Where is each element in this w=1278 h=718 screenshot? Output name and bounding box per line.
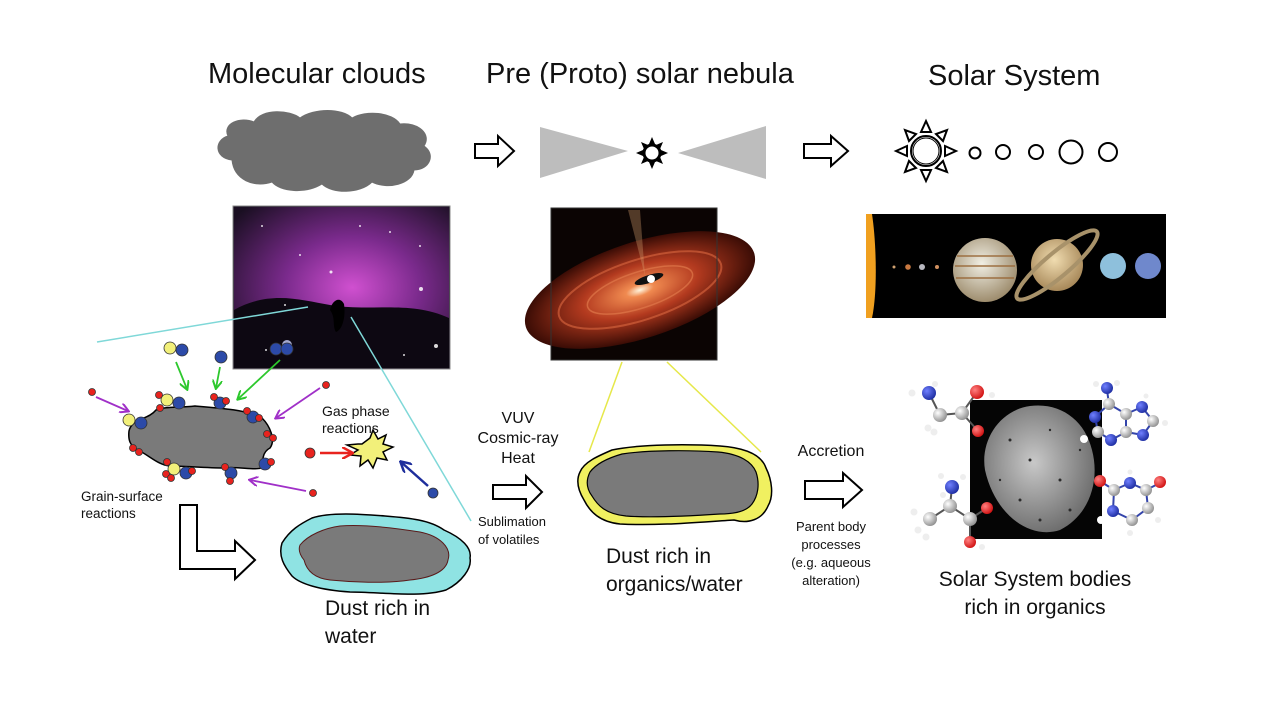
planets-icon bbox=[968, 139, 1118, 165]
dust-water-label: Dust rich in water bbox=[325, 597, 431, 648]
protoplanetary-disk-photo bbox=[524, 207, 756, 361]
arrow-right-icon bbox=[803, 133, 850, 169]
molecule-glycine bbox=[908, 381, 995, 437]
incoming-molecules bbox=[88, 341, 439, 499]
stage-title-molecular-clouds: Molecular clouds bbox=[208, 58, 426, 90]
star-icon bbox=[636, 137, 668, 169]
molecule-alanine bbox=[910, 473, 993, 550]
stage-title-solar-system: Solar System bbox=[928, 60, 1101, 92]
molecular-cloud-photo bbox=[232, 205, 451, 370]
arrow-right-icon bbox=[492, 473, 544, 511]
edge-on-disk-icon bbox=[540, 126, 766, 179]
zoom-lines-yellow bbox=[588, 361, 762, 453]
arrow-down-right-icon bbox=[179, 504, 257, 582]
bodies-label: Solar System bodies rich in organics bbox=[938, 568, 1132, 619]
processing-label: VUV Cosmic-ray Heat bbox=[477, 410, 559, 467]
reaction-burst-icon bbox=[344, 428, 396, 470]
sublimation-label: Sublimation of volatiles bbox=[478, 514, 546, 547]
arrow-right-icon bbox=[474, 133, 516, 169]
cloud-icon bbox=[217, 110, 431, 192]
sun-icon bbox=[893, 118, 959, 184]
parent-body-label: Parent body processes (e.g. aqueous alte… bbox=[791, 519, 871, 588]
gas-phase-label: Gas phase reactions bbox=[322, 403, 390, 436]
gas-phase-arrows bbox=[320, 453, 429, 487]
molecule-uracil bbox=[1094, 469, 1166, 536]
arrow-right-icon bbox=[804, 470, 864, 510]
grain-surface-label: Grain-surface reactions bbox=[81, 489, 163, 521]
molecules-adsorbed bbox=[122, 391, 277, 485]
dust-organics-label: Dust rich in organics/water bbox=[606, 545, 743, 596]
zoom-lines-cyan bbox=[96, 306, 472, 522]
stage-title-solar-nebula: Pre (Proto) solar nebula bbox=[486, 58, 794, 90]
asteroid-photo bbox=[970, 400, 1102, 539]
molecule-adenine bbox=[1080, 380, 1168, 446]
adsorption-arrows bbox=[95, 359, 321, 492]
accretion-label: Accretion bbox=[797, 443, 865, 460]
dust-water-icon bbox=[280, 513, 471, 595]
dust-organics-icon bbox=[577, 444, 773, 526]
solar-system-photo bbox=[866, 214, 1166, 318]
